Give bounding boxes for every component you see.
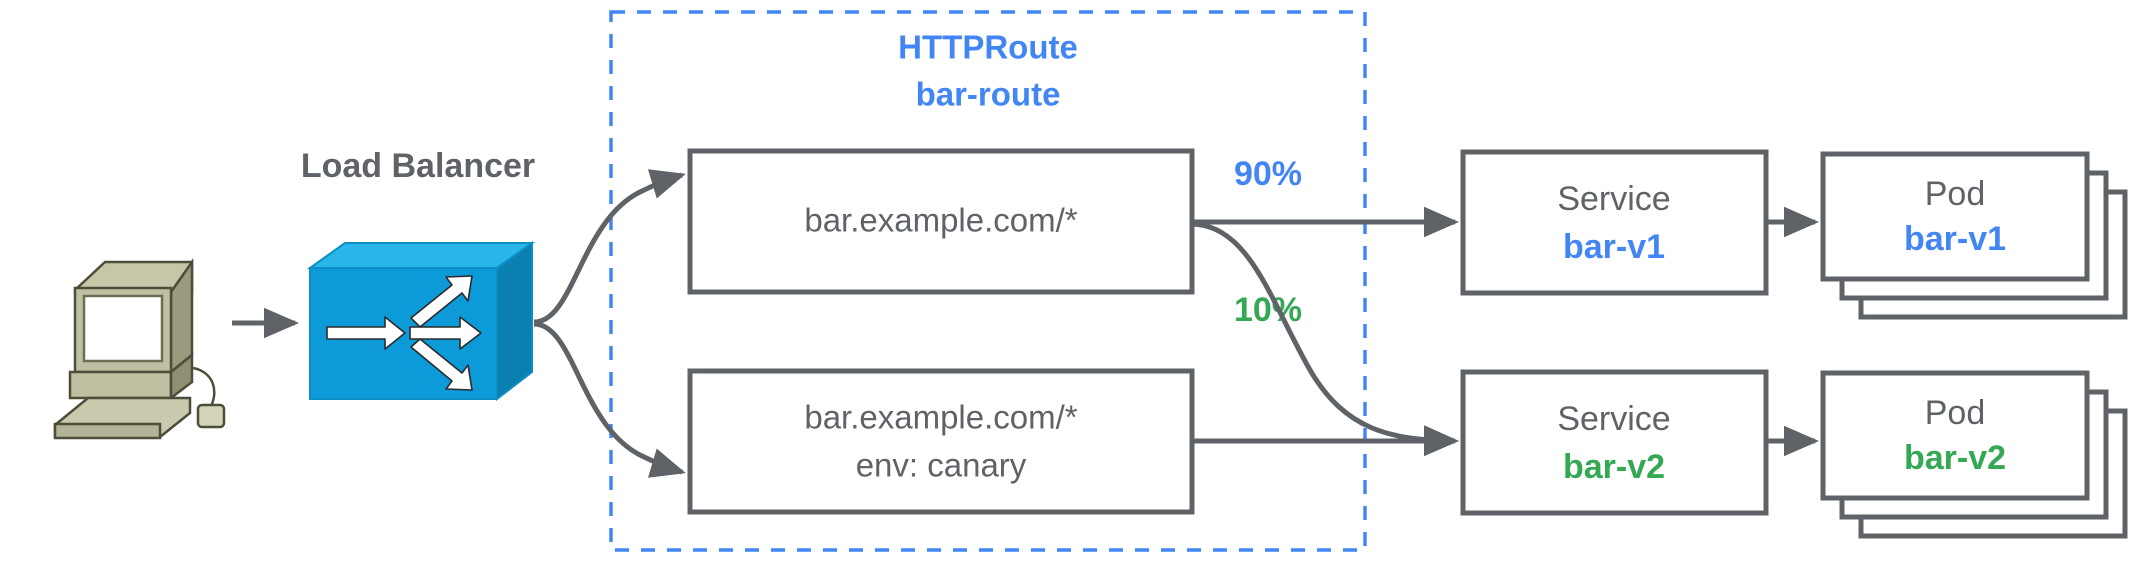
pod-v2-replica-1 (1820, 370, 2090, 501)
edge-lb-to-route-primary (533, 169, 686, 325)
pod-v1-name-label: bar-v1 (1904, 220, 2006, 258)
pod-stack-bar-v1[interactable]: Pod bar-v1 (1820, 151, 2128, 320)
load-balancer-label: Load Balancer (301, 147, 535, 185)
pod-stack-bar-v2[interactable]: Pod bar-v2 (1820, 370, 2128, 539)
edge-lb-to-route-canary (533, 321, 686, 478)
service-box-bar-v2[interactable]: Service bar-v2 (1460, 369, 1769, 516)
service-v2-name-label: bar-v2 (1563, 448, 1665, 486)
httproute-name-label: bar-route (916, 76, 1061, 113)
route-box-canary-frame (687, 368, 1195, 515)
service-box-bar-v2-frame (1460, 369, 1769, 516)
desktop-computer-icon (53, 258, 226, 440)
service-v1-kind-label: Service (1557, 180, 1670, 218)
route-primary-line-1: bar.example.com/* (804, 202, 1077, 239)
route-canary-line-2: env: canary (856, 447, 1027, 484)
service-v2-kind-label: Service (1557, 400, 1670, 438)
httproute-kind-label: HTTPRoute (898, 29, 1078, 66)
pod-v1-replica-1 (1820, 151, 2090, 282)
service-box-bar-v1[interactable]: Service bar-v1 (1460, 149, 1769, 296)
pod-v2-name-label: bar-v2 (1904, 439, 2006, 477)
edge-route-primary-to-service-v2 (1191, 221, 1459, 456)
pod-v1-kind-label: Pod (1925, 175, 1986, 213)
route-box-primary[interactable]: bar.example.com/* (687, 148, 1195, 295)
service-box-bar-v1-frame (1460, 149, 1769, 296)
route-box-canary[interactable]: bar.example.com/* env: canary (687, 368, 1195, 515)
httproute-group-boundary (609, 10, 1367, 552)
pod-v2-kind-label: Pod (1925, 394, 1986, 432)
weight-label-primary: 90% (1234, 155, 1302, 193)
weight-label-canary: 10% (1234, 291, 1302, 329)
route-canary-line-1: bar.example.com/* (804, 399, 1077, 436)
service-v1-name-label: bar-v1 (1563, 228, 1665, 266)
network-switch-icon (306, 241, 536, 402)
